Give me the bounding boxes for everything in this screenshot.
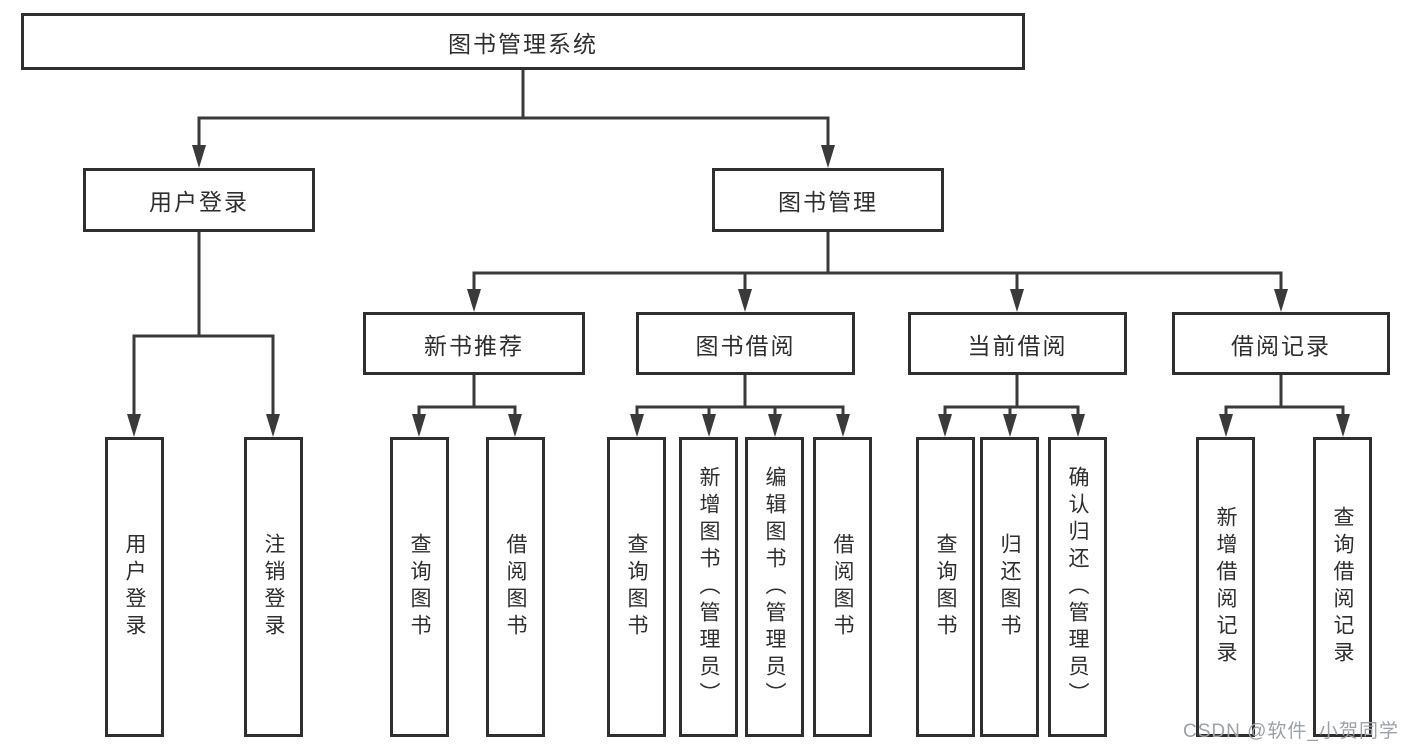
leaf-label: 查询图书	[934, 533, 957, 641]
leaf-add-borrow-record: 新增借阅记录	[1196, 437, 1255, 737]
leaf-user-login: 用户登录	[105, 437, 164, 737]
arrow-down-icon	[1274, 289, 1288, 312]
leaf-label: 新增图书（管理员）	[697, 465, 720, 709]
arrow-down-icon	[1219, 414, 1233, 437]
node-label: 新书推荐	[424, 332, 524, 359]
leaf-return-book: 归还图书	[980, 437, 1039, 737]
node-label: 图书借阅	[695, 332, 796, 359]
leaf-borrow-books: 借阅图书	[813, 437, 872, 737]
node-label: 图书管理系统	[448, 30, 598, 57]
leaf-query-books-recommend: 查询图书	[390, 437, 449, 737]
connector-new-book-to-leaves	[412, 375, 522, 437]
arrow-down-icon	[1010, 289, 1024, 312]
leaf-confirm-return-admin: 确认归还（管理员）	[1048, 437, 1107, 737]
connector-book-management-to-level3	[467, 232, 1288, 312]
leaf-label: 借阅图书	[504, 533, 527, 641]
leaf-label: 查询图书	[625, 533, 648, 641]
arrow-down-icon	[266, 414, 280, 437]
arrow-down-icon	[938, 414, 952, 437]
arrow-down-icon	[1003, 414, 1017, 437]
arrow-down-icon	[508, 414, 522, 437]
leaf-query-books-current: 查询图书	[916, 437, 975, 737]
leaf-query-borrow-record: 查询借阅记录	[1313, 437, 1372, 737]
leaf-label: 新增借阅记录	[1214, 506, 1237, 668]
arrow-down-icon	[192, 145, 206, 168]
arrow-down-icon	[738, 289, 752, 312]
leaf-borrow-books-recommend: 借阅图书	[486, 437, 545, 737]
arrow-down-icon	[1071, 414, 1085, 437]
node-book-borrow: 图书借阅	[636, 312, 855, 375]
node-label: 当前借阅	[967, 332, 1068, 359]
node-label: 用户登录	[149, 189, 249, 215]
leaf-add-book-admin: 新增图书（管理员）	[679, 437, 738, 737]
leaf-query-books-borrow: 查询图书	[607, 437, 666, 737]
node-new-book-recommend: 新书推荐	[363, 312, 585, 375]
arrow-down-icon	[467, 289, 481, 312]
leaf-label: 借阅图书	[831, 533, 854, 641]
node-current-borrow: 当前借阅	[908, 312, 1127, 375]
node-label: 图书管理	[778, 189, 878, 215]
arrow-down-icon	[821, 145, 835, 168]
csdn-watermark: CSDN @软件_小贺同学	[1183, 721, 1399, 742]
leaf-logout: 注销登录	[244, 437, 303, 737]
leaf-label: 用户登录	[123, 533, 146, 641]
node-user-login: 用户登录	[83, 168, 315, 232]
arrow-down-icon	[1336, 414, 1350, 437]
arrow-down-icon	[127, 414, 141, 437]
leaf-label: 查询借阅记录	[1331, 506, 1354, 668]
leaf-label: 归还图书	[998, 533, 1021, 641]
leaf-label: 编辑图书（管理员）	[763, 465, 786, 709]
arrow-down-icon	[836, 414, 850, 437]
connector-root-to-level2	[192, 70, 835, 168]
connector-current-borrow-to-leaves	[938, 375, 1085, 437]
connector-book-borrow-to-leaves	[630, 375, 850, 437]
leaf-label: 注销登录	[262, 533, 285, 641]
node-book-management: 图书管理	[712, 168, 944, 232]
arrow-down-icon	[702, 414, 716, 437]
node-borrow-record: 借阅记录	[1172, 312, 1390, 375]
arrow-down-icon	[768, 414, 782, 437]
connector-borrow-record-to-leaves	[1219, 375, 1350, 437]
connector-user-login-to-leaves	[127, 232, 280, 437]
arrow-down-icon	[630, 414, 644, 437]
node-library-management-system: 图书管理系统	[21, 13, 1025, 70]
node-label: 借阅记录	[1231, 332, 1331, 359]
leaf-edit-book-admin: 编辑图书（管理员）	[745, 437, 804, 737]
leaf-label: 确认归还（管理员）	[1066, 465, 1089, 709]
leaf-label: 查询图书	[408, 533, 431, 641]
arrow-down-icon	[412, 414, 426, 437]
